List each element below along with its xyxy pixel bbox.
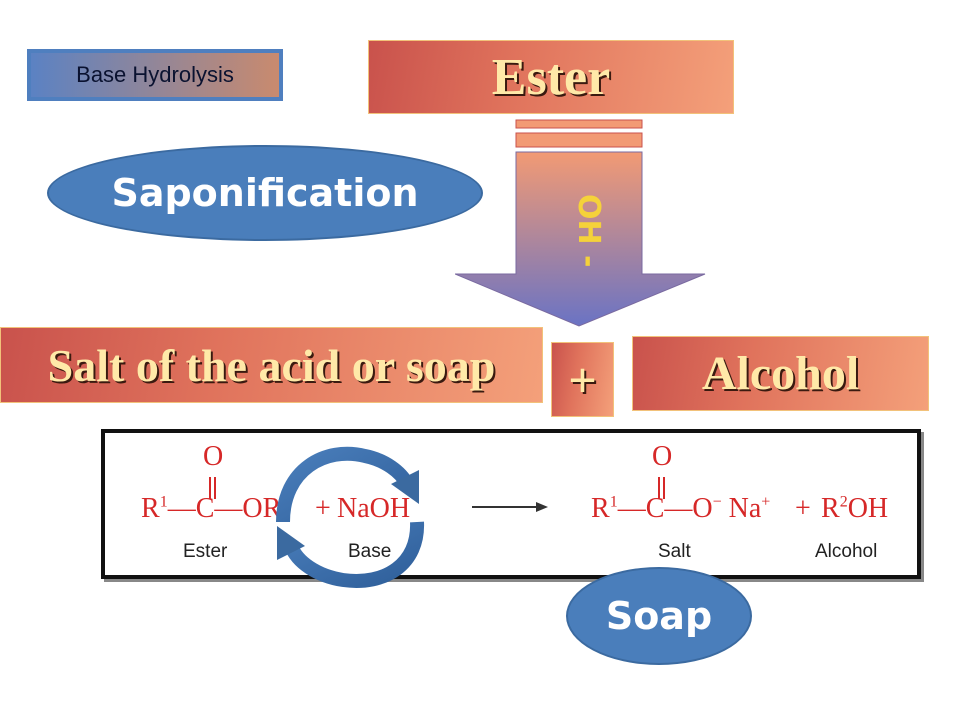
product-o: O [692,493,713,524]
arrow-stripe-top [515,119,643,129]
product-formula: R1—C—O− Na+ [591,493,770,525]
hydroxide-arrow: OH - [455,119,706,327]
product-o-charge: − [712,493,722,511]
salt-label: Salt of the acid or soap [47,339,496,391]
alcohol-label: Alcohol [701,347,860,400]
alcohol-box: Alcohol [632,336,929,411]
ester-caption: Ester [183,541,228,562]
base-hydrolysis-badge: Base Hydrolysis [27,49,283,101]
product-r: R [591,493,610,524]
salt-caption: Salt [658,541,691,562]
exchange-arrows [276,446,425,588]
product-na-charge: + [761,493,771,511]
product-plus: + [795,493,811,524]
reactant-c: —C— [167,493,243,524]
saponification-ellipse: Saponification [47,145,483,241]
product-r-sup: 1 [609,493,618,511]
alcohol-formula: R2OH [821,493,888,525]
reactant-double-bond [209,477,216,499]
base-caption: Base [348,541,392,562]
reaction-arrow [472,502,548,512]
upper-arrowhead [391,470,419,504]
upper-arc [276,446,414,523]
ester-label: Ester [491,48,611,106]
alcohol-r-sup: 2 [839,493,848,511]
alcohol-r: R [821,493,840,524]
reactant-or: OR [242,493,282,524]
plus-box: + [551,342,614,417]
reactant-r-sup: 1 [159,493,168,511]
reactant-plus: + [315,493,331,524]
product-carbonyl-o: O [652,441,673,472]
base-hydrolysis-label: Base Hydrolysis [76,62,234,87]
plus-label: + [568,351,597,408]
product-double-bond [658,477,665,499]
arrow-body [455,151,706,327]
alcohol-caption: Alcohol [815,541,878,562]
product-na: Na [728,493,762,524]
reactant-carbonyl-o: O [203,441,224,472]
arrow-stripe-middle [515,132,643,148]
soap-ellipse: Soap [566,567,752,665]
saponification-label: Saponification [111,171,419,215]
hydroxide-label: OH - [571,194,606,268]
equation-panel: O R1—C—OR2 + NaOH O R1—C—O− Na+ + R2OH E… [101,429,921,579]
lower-arc [284,521,425,588]
salt-box: Salt of the acid or soap [0,327,543,403]
alcohol-oh: OH [847,493,889,524]
reactant-r: R [141,493,160,524]
base-formula: NaOH [337,493,411,524]
lower-arrowhead [277,526,305,560]
ester-box: Ester [368,40,734,114]
product-c: —C— [617,493,693,524]
soap-label: Soap [605,594,713,638]
